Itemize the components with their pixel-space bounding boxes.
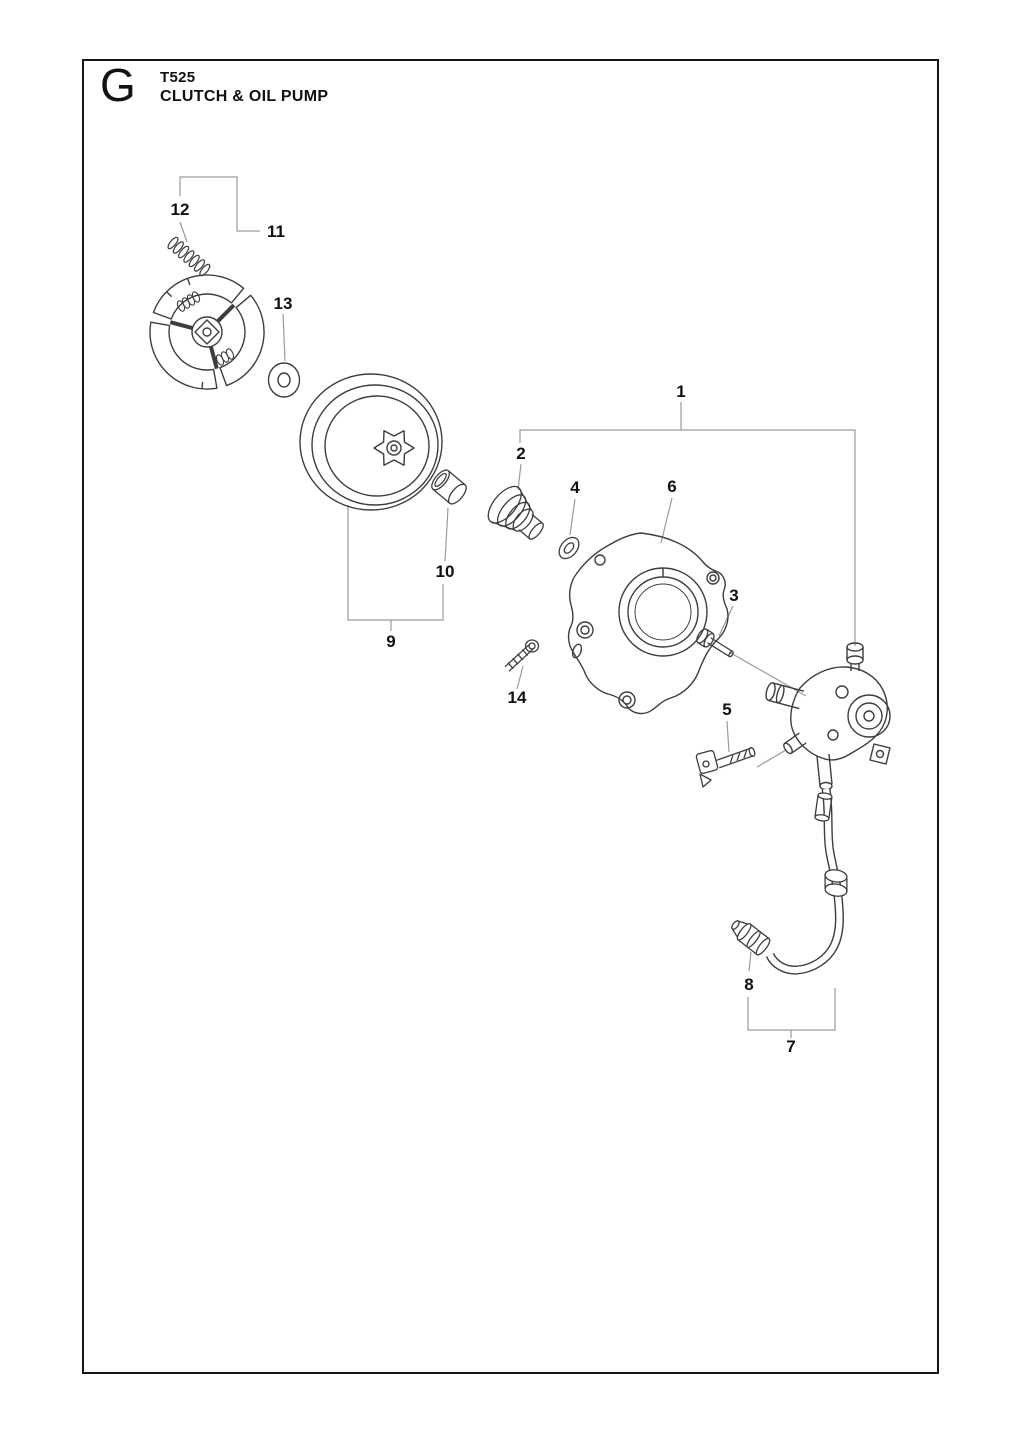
callouts: 12 11 13 1 2 4 6 10 3 9 14 5 8 7 — [171, 200, 796, 1056]
bushing-10 — [431, 469, 467, 505]
callout-13: 13 — [274, 294, 293, 313]
oil-pump — [765, 642, 891, 791]
callout-11: 11 — [267, 222, 285, 241]
page-title: CLUTCH & OIL PUMP — [160, 88, 329, 105]
callout-7: 7 — [786, 1037, 795, 1056]
clutch-drum — [299, 373, 443, 511]
oil-hose — [765, 788, 848, 975]
model-code: T525 — [160, 69, 196, 86]
clutch-spring — [167, 236, 211, 277]
callout-9: 9 — [386, 632, 395, 651]
leader-lines — [179, 176, 856, 1038]
oil-filter — [731, 920, 771, 956]
hose-connector — [695, 747, 756, 788]
callout-12: 12 — [171, 200, 190, 219]
worm-gear — [487, 485, 544, 540]
callout-2: 2 — [516, 444, 525, 463]
callout-1: 1 — [676, 382, 685, 401]
screw-14 — [504, 639, 540, 672]
callout-8: 8 — [744, 975, 753, 994]
callout-6: 6 — [667, 477, 676, 496]
screw-3 — [696, 628, 734, 658]
callout-10: 10 — [436, 562, 455, 581]
section-letter: G — [100, 59, 136, 111]
washer-4 — [558, 536, 580, 560]
clutch-assembly — [138, 274, 284, 408]
callout-14: 14 — [508, 688, 527, 707]
pump-cover — [567, 532, 729, 715]
page-header: G T525 CLUTCH & OIL PUMP — [98, 59, 498, 122]
callout-4: 4 — [570, 478, 580, 497]
callout-3: 3 — [729, 586, 738, 605]
callout-5: 5 — [722, 700, 731, 719]
washer-13 — [267, 362, 301, 398]
